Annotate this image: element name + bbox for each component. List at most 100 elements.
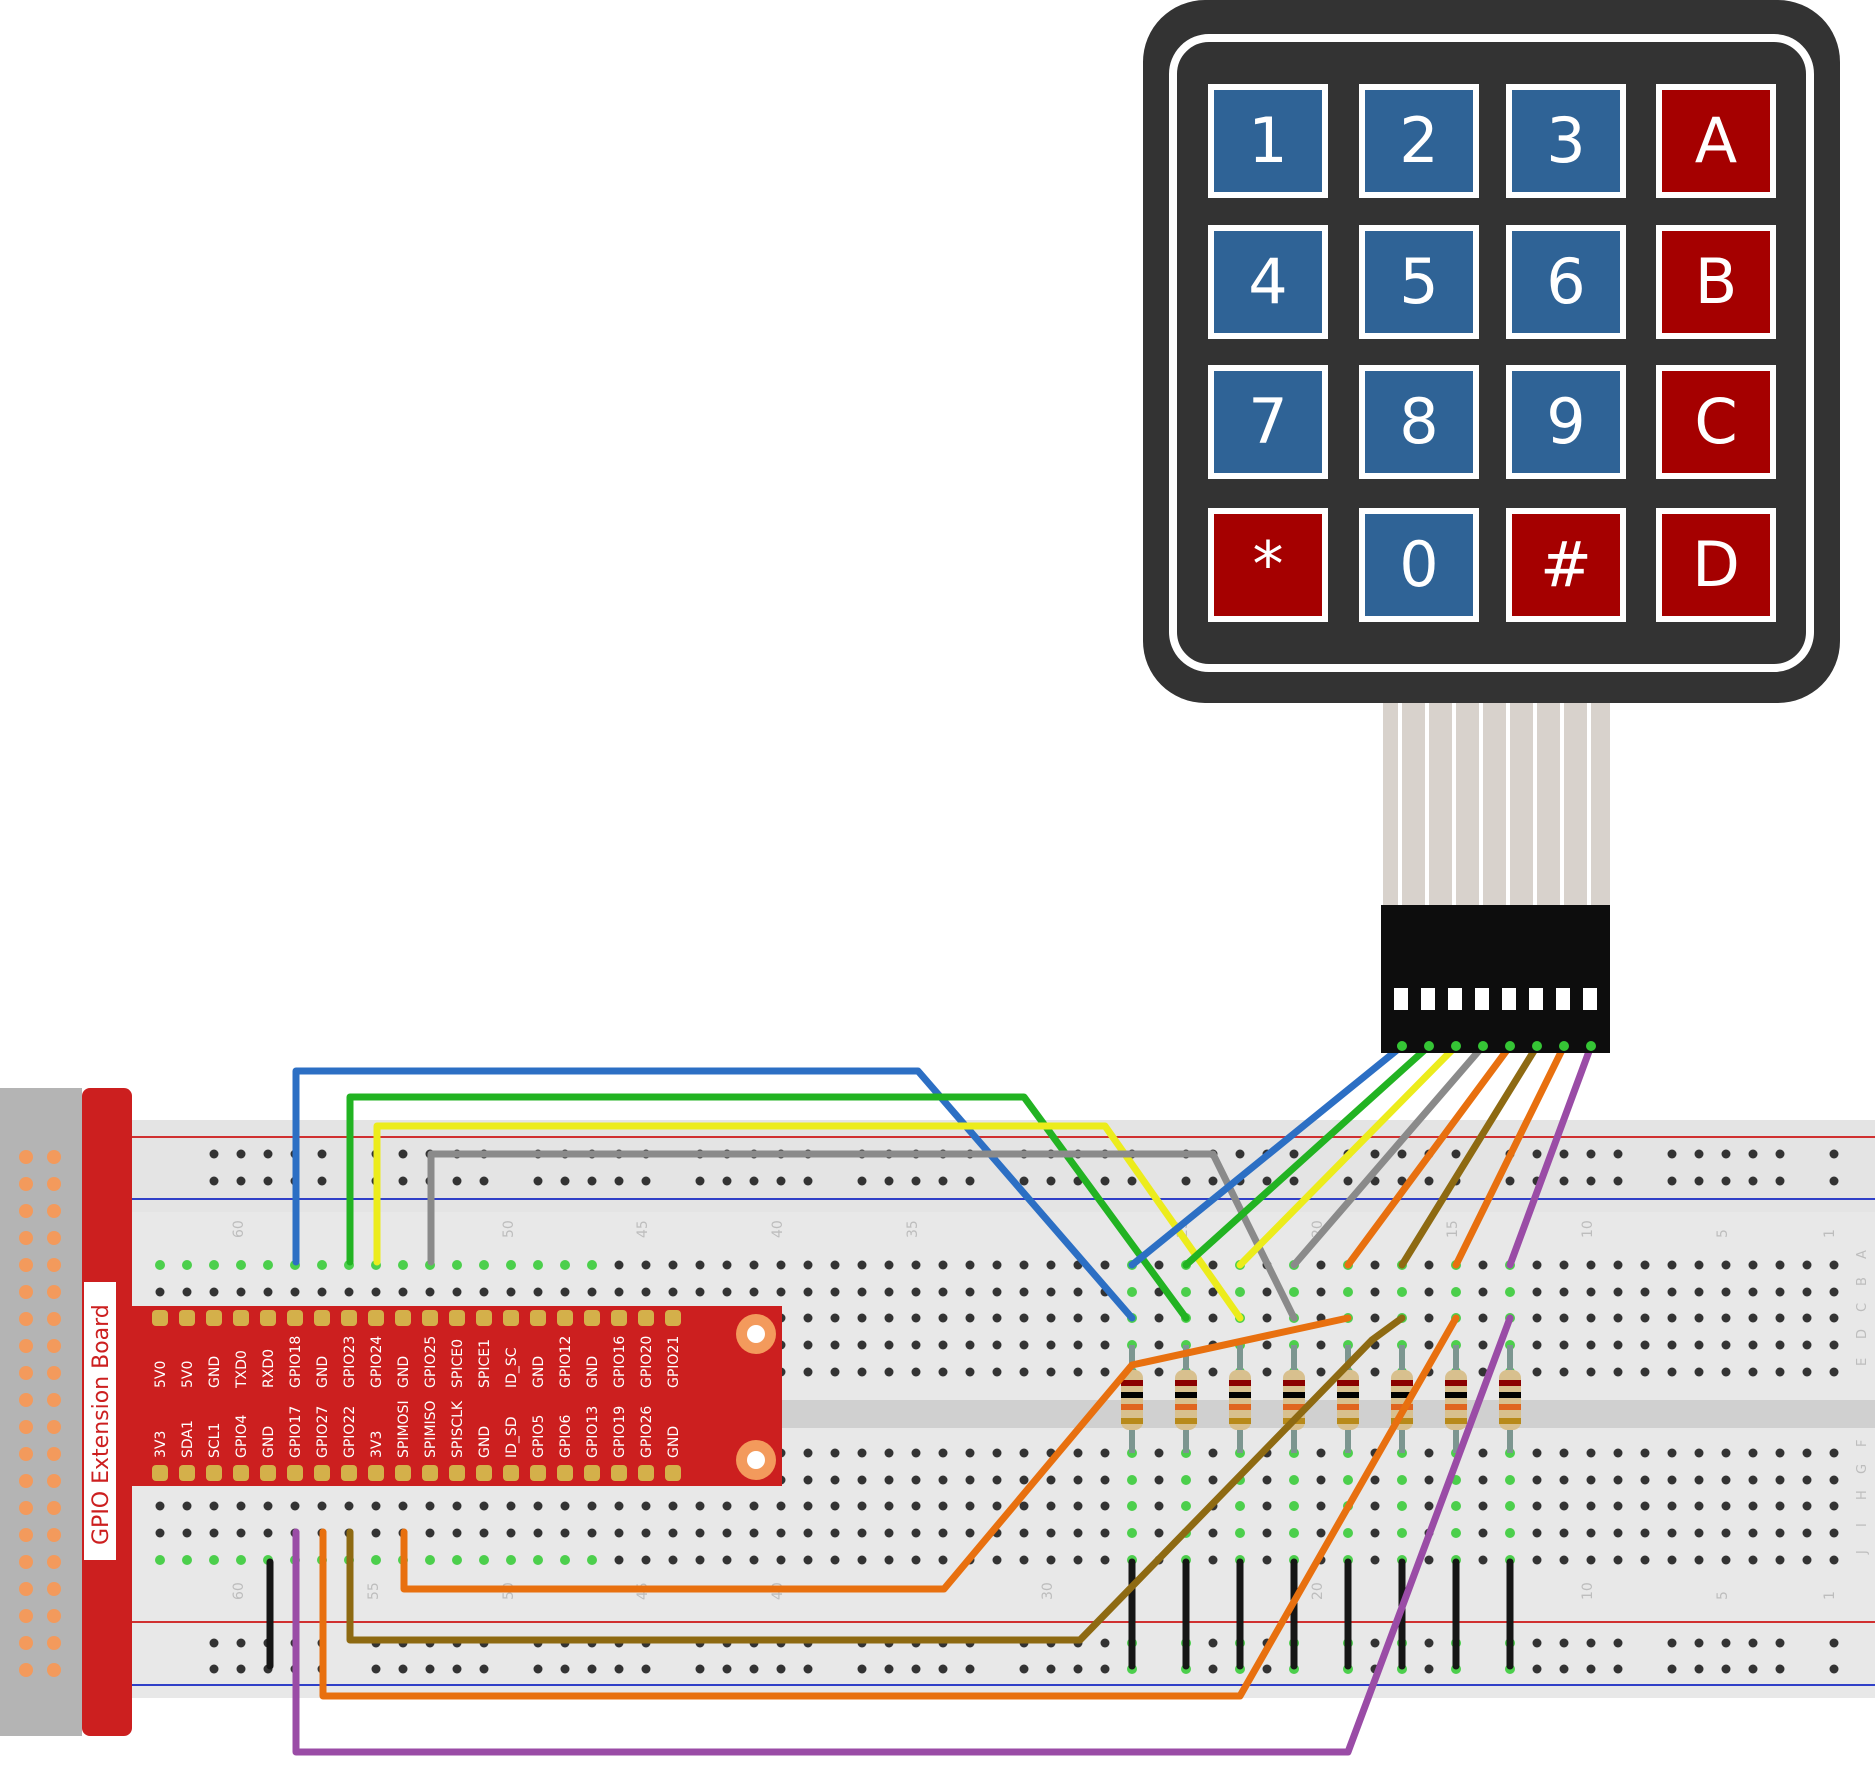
- column-number: 5: [1715, 1591, 1731, 1600]
- key-d[interactable]: [1662, 514, 1770, 616]
- key-2[interactable]: [1365, 90, 1473, 192]
- header-pin: [19, 1582, 33, 1596]
- connected-hole: [1235, 1528, 1245, 1538]
- key-9[interactable]: [1512, 371, 1620, 473]
- terminal-hole: [1613, 1501, 1623, 1511]
- terminal-hole: [1073, 1448, 1083, 1458]
- terminal-hole: [209, 1501, 219, 1511]
- key-6[interactable]: [1512, 231, 1620, 333]
- row-letter: E: [1855, 1358, 1870, 1366]
- connected-hole: [1343, 1475, 1353, 1485]
- terminal-hole: [884, 1260, 894, 1270]
- rail-hole: [1019, 1664, 1029, 1674]
- rail-hole: [1208, 1638, 1218, 1648]
- rail-hole: [1505, 1176, 1515, 1186]
- header-pin: [19, 1636, 33, 1650]
- terminal-hole: [830, 1340, 840, 1350]
- key-hash[interactable]: [1512, 514, 1620, 616]
- rail-hole: [1748, 1149, 1758, 1159]
- rail-hole: [641, 1664, 651, 1674]
- pin-label-bottom: 3V3: [153, 1431, 169, 1458]
- rail-hole: [1559, 1664, 1569, 1674]
- terminal-hole: [722, 1528, 732, 1538]
- connected-hole: [263, 1260, 273, 1270]
- connected-hole: [1289, 1475, 1299, 1485]
- terminal-hole: [1424, 1287, 1434, 1297]
- terminal-hole: [452, 1528, 462, 1538]
- rail-hole: [560, 1176, 570, 1186]
- pin-label-top: GPIO21: [666, 1336, 682, 1388]
- key-label: 3: [1546, 104, 1585, 177]
- terminal-hole: [776, 1260, 786, 1270]
- resistor: [1175, 1345, 1197, 1453]
- key-4[interactable]: [1214, 231, 1322, 333]
- rail-hole: [1775, 1638, 1785, 1648]
- terminal-hole: [1559, 1555, 1569, 1565]
- board-pin-bottom: [638, 1465, 654, 1481]
- connected-hole: [182, 1555, 192, 1565]
- terminal-hole: [560, 1501, 570, 1511]
- resistor-band: [1175, 1380, 1197, 1386]
- terminal-hole: [1019, 1340, 1029, 1350]
- terminal-hole: [911, 1367, 921, 1377]
- board-pin-bottom: [260, 1465, 276, 1481]
- rail-hole: [236, 1638, 246, 1648]
- terminal-hole: [749, 1555, 759, 1565]
- terminal-hole: [1559, 1448, 1569, 1458]
- terminal-hole: [1721, 1448, 1731, 1458]
- rail-hole: [1208, 1176, 1218, 1186]
- terminal-hole: [1721, 1475, 1731, 1485]
- connected-hole: [155, 1555, 165, 1565]
- connected-hole: [506, 1260, 516, 1270]
- key-7[interactable]: [1214, 371, 1322, 473]
- key-0[interactable]: [1365, 514, 1473, 616]
- key-a[interactable]: [1662, 90, 1770, 192]
- connector-pin: [1529, 988, 1543, 1010]
- key-5[interactable]: [1365, 231, 1473, 333]
- header-pin: [19, 1366, 33, 1380]
- wire-keypad-yellow: [1236, 1042, 1460, 1269]
- resistor-band: [1445, 1380, 1467, 1386]
- terminal-hole: [1100, 1313, 1110, 1323]
- board-pin-top: [638, 1310, 654, 1326]
- key-3[interactable]: [1512, 90, 1620, 192]
- terminal-hole: [263, 1287, 273, 1297]
- terminal-hole: [1748, 1528, 1758, 1538]
- board-pin-top: [368, 1310, 384, 1326]
- key-1[interactable]: [1214, 90, 1322, 192]
- terminal-hole: [857, 1313, 867, 1323]
- connector-pin: [1502, 988, 1516, 1010]
- key-label: 6: [1546, 245, 1585, 318]
- rail-hole: [236, 1664, 246, 1674]
- connector-pin-end: [1424, 1041, 1434, 1051]
- connected-hole: [533, 1260, 543, 1270]
- header-pin: [47, 1393, 61, 1407]
- rail-hole: [1748, 1664, 1758, 1674]
- terminal-hole: [587, 1287, 597, 1297]
- column-number: 15: [1445, 1220, 1461, 1238]
- terminal-hole: [1046, 1313, 1056, 1323]
- terminal-hole: [1613, 1367, 1623, 1377]
- column-number: 1: [1822, 1591, 1838, 1600]
- pin-label-top: GPIO25: [423, 1336, 439, 1388]
- connected-hole: [425, 1555, 435, 1565]
- key-b[interactable]: [1662, 231, 1770, 333]
- terminal-hole: [1019, 1287, 1029, 1297]
- rail-hole: [1721, 1176, 1731, 1186]
- terminal-hole: [641, 1555, 651, 1565]
- connected-hole: [1343, 1528, 1353, 1538]
- connected-hole: [1451, 1501, 1461, 1511]
- key-8[interactable]: [1365, 371, 1473, 473]
- terminal-hole: [992, 1367, 1002, 1377]
- terminal-hole: [1532, 1501, 1542, 1511]
- terminal-hole: [1073, 1475, 1083, 1485]
- column-number: 20: [1310, 1582, 1326, 1600]
- key-c[interactable]: [1662, 371, 1770, 473]
- terminal-hole: [1046, 1528, 1056, 1538]
- key-star[interactable]: [1214, 514, 1322, 616]
- connected-hole: [1181, 1501, 1191, 1511]
- terminal-hole: [911, 1501, 921, 1511]
- terminal-hole: [830, 1475, 840, 1485]
- column-number: 45: [635, 1220, 651, 1238]
